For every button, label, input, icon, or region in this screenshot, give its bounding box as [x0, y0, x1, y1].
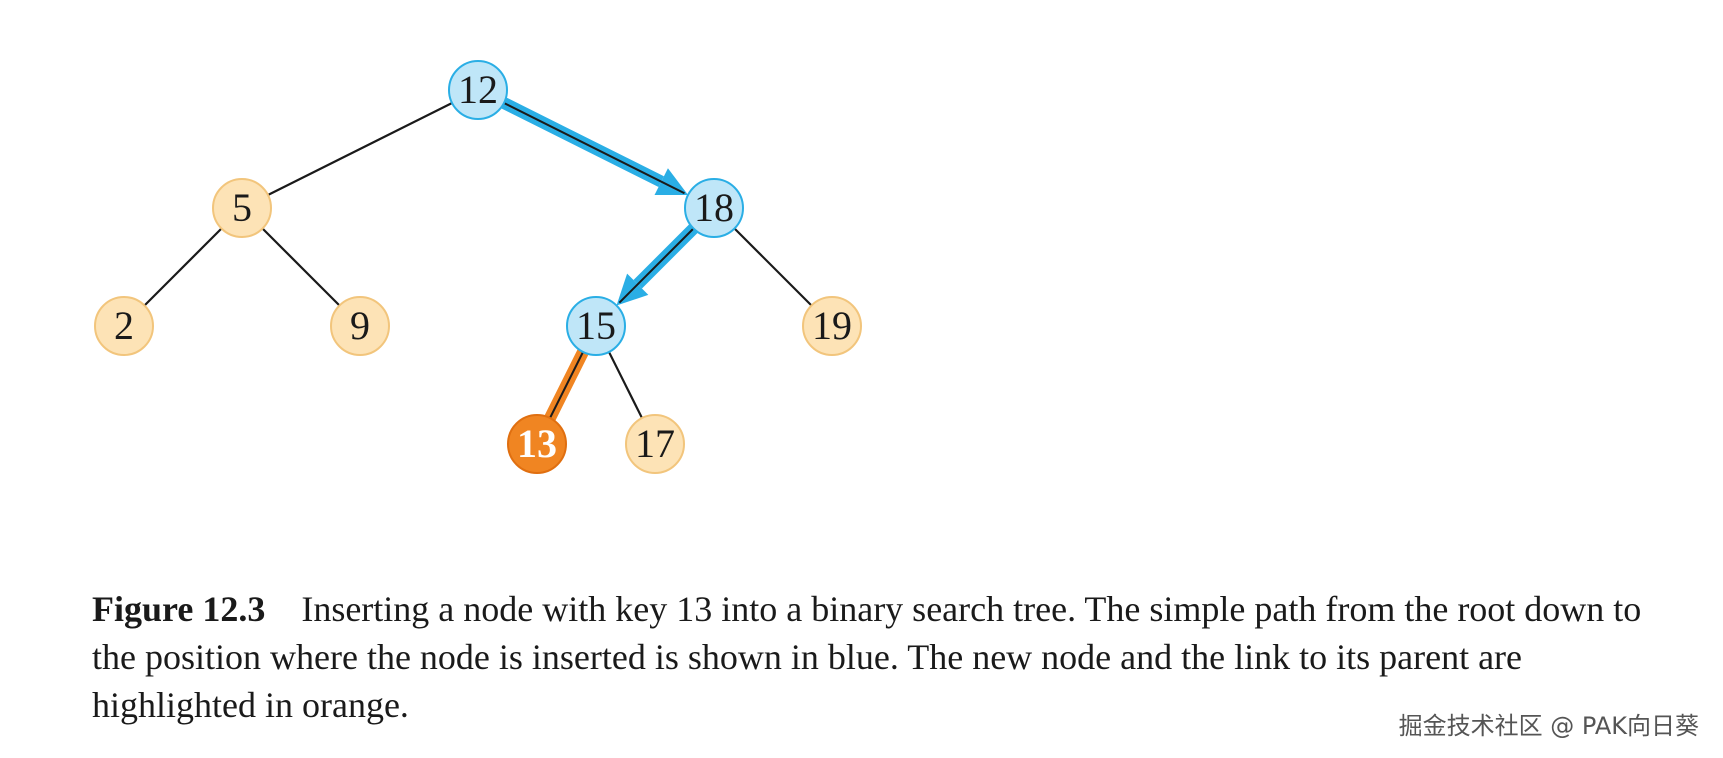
node-key-label: 19 [812, 303, 852, 348]
edge-n15-n13 [544, 349, 589, 421]
path-arrowhead [654, 168, 689, 196]
edge-n18-n19 [733, 227, 813, 307]
node-key-label: 5 [232, 185, 252, 230]
node-circle [684, 178, 744, 238]
node-key-label: 18 [694, 185, 734, 230]
node-circle [212, 178, 272, 238]
edge-n12-n18 [501, 97, 689, 196]
tree-node-9: 9 [330, 296, 390, 356]
tree-node-17: 17 [625, 414, 685, 474]
node-circle [94, 296, 154, 356]
node-circle [625, 414, 685, 474]
tree-node-19: 19 [802, 296, 862, 356]
edge-n15-n17 [607, 351, 644, 419]
tree-node-13: 13 [507, 414, 567, 474]
figure-label: Figure 12.3 [92, 589, 266, 629]
edge-n5-n9 [261, 227, 341, 307]
node-circle [566, 296, 626, 356]
node-circle [330, 296, 390, 356]
edge-n18-n15 [616, 224, 698, 306]
node-key-label: 17 [635, 421, 675, 466]
node-key-label: 13 [517, 421, 557, 466]
node-circle [448, 60, 508, 120]
tree-node-12: 12 [448, 60, 508, 120]
node-key-label: 2 [114, 303, 134, 348]
figure-caption-text: Inserting a node with key 13 into a bina… [92, 589, 1642, 725]
tree-nodes: 12 5 18 2 9 15 19 13 17 [94, 60, 862, 474]
node-circle [802, 296, 862, 356]
node-key-label: 9 [350, 303, 370, 348]
tree-node-18: 18 [684, 178, 744, 238]
edge-n12-n5 [267, 101, 453, 197]
node-circle [507, 414, 567, 474]
binary-search-tree-diagram: 12 5 18 2 9 15 19 13 17 [94, 60, 862, 474]
edge-n5-n2 [143, 227, 223, 307]
tree-node-5: 5 [212, 178, 272, 238]
node-key-label: 12 [458, 67, 498, 112]
tree-node-15: 15 [566, 296, 626, 356]
node-key-label: 15 [576, 303, 616, 348]
tree-node-2: 2 [94, 296, 154, 356]
tree-edges [143, 97, 813, 421]
watermark: 掘金技术社区 @ PAK向日葵 [1398, 712, 1699, 740]
